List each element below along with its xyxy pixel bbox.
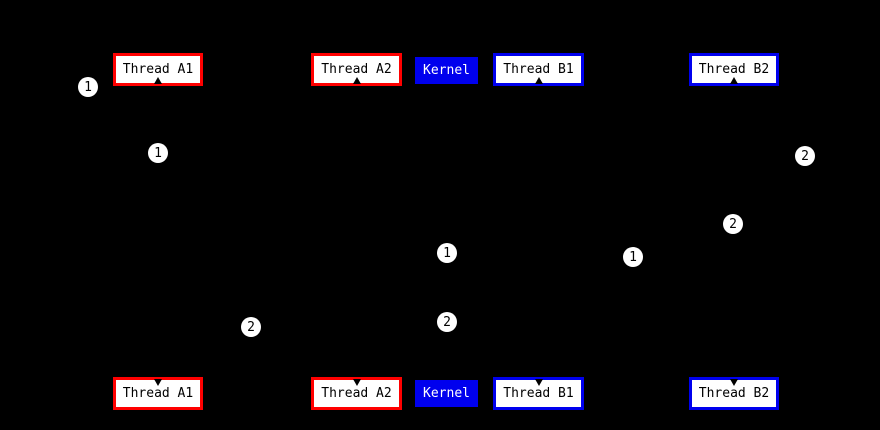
step-marker-1: 1 — [437, 243, 457, 263]
box-label: Thread B2 — [698, 386, 770, 401]
box-label: Thread A1 — [122, 62, 194, 77]
thread-a1-bottom: Thread A1 — [113, 377, 203, 410]
step-marker-1: 1 — [148, 143, 168, 163]
box-label: Thread A2 — [321, 386, 392, 401]
step-marker-1: 1 — [623, 247, 643, 267]
step-marker-2: 2 — [241, 317, 261, 337]
thread-b1-top: Thread B1 — [493, 53, 584, 86]
thread-b2-top: Thread B2 — [689, 53, 779, 86]
box-label: Thread B1 — [503, 386, 574, 401]
thread-a1-top: Thread A1 — [113, 53, 203, 86]
connector-arrowhead-icon — [534, 77, 543, 84]
box-label: Thread A1 — [122, 386, 194, 401]
step-marker-2: 2 — [437, 312, 457, 332]
box-label: Kernel — [423, 386, 470, 401]
step-marker-1: 1 — [78, 77, 98, 97]
thread-b2-bottom: Thread B2 — [689, 377, 779, 410]
box-label: Thread B2 — [698, 62, 770, 77]
step-marker-2: 2 — [795, 146, 815, 166]
kernel-bottom: Kernel — [415, 380, 478, 407]
connector-arrowhead-icon — [154, 77, 162, 84]
thread-a2-top: Thread A2 — [311, 53, 402, 86]
box-label: Kernel — [423, 63, 470, 78]
kernel-top: Kernel — [415, 57, 478, 84]
connector-arrowhead-icon — [730, 77, 738, 84]
thread-b1-bottom: Thread B1 — [493, 377, 584, 410]
step-marker-2: 2 — [723, 214, 743, 234]
connector-arrowhead-icon — [534, 379, 543, 386]
connector-arrowhead-icon — [154, 379, 162, 386]
connector-arrowhead-icon — [730, 379, 738, 386]
box-label: Thread B1 — [503, 62, 574, 77]
box-label: Thread A2 — [321, 62, 392, 77]
thread-a2-bottom: Thread A2 — [311, 377, 402, 410]
connector-arrowhead-icon — [352, 379, 361, 386]
connector-arrowhead-icon — [352, 77, 361, 84]
